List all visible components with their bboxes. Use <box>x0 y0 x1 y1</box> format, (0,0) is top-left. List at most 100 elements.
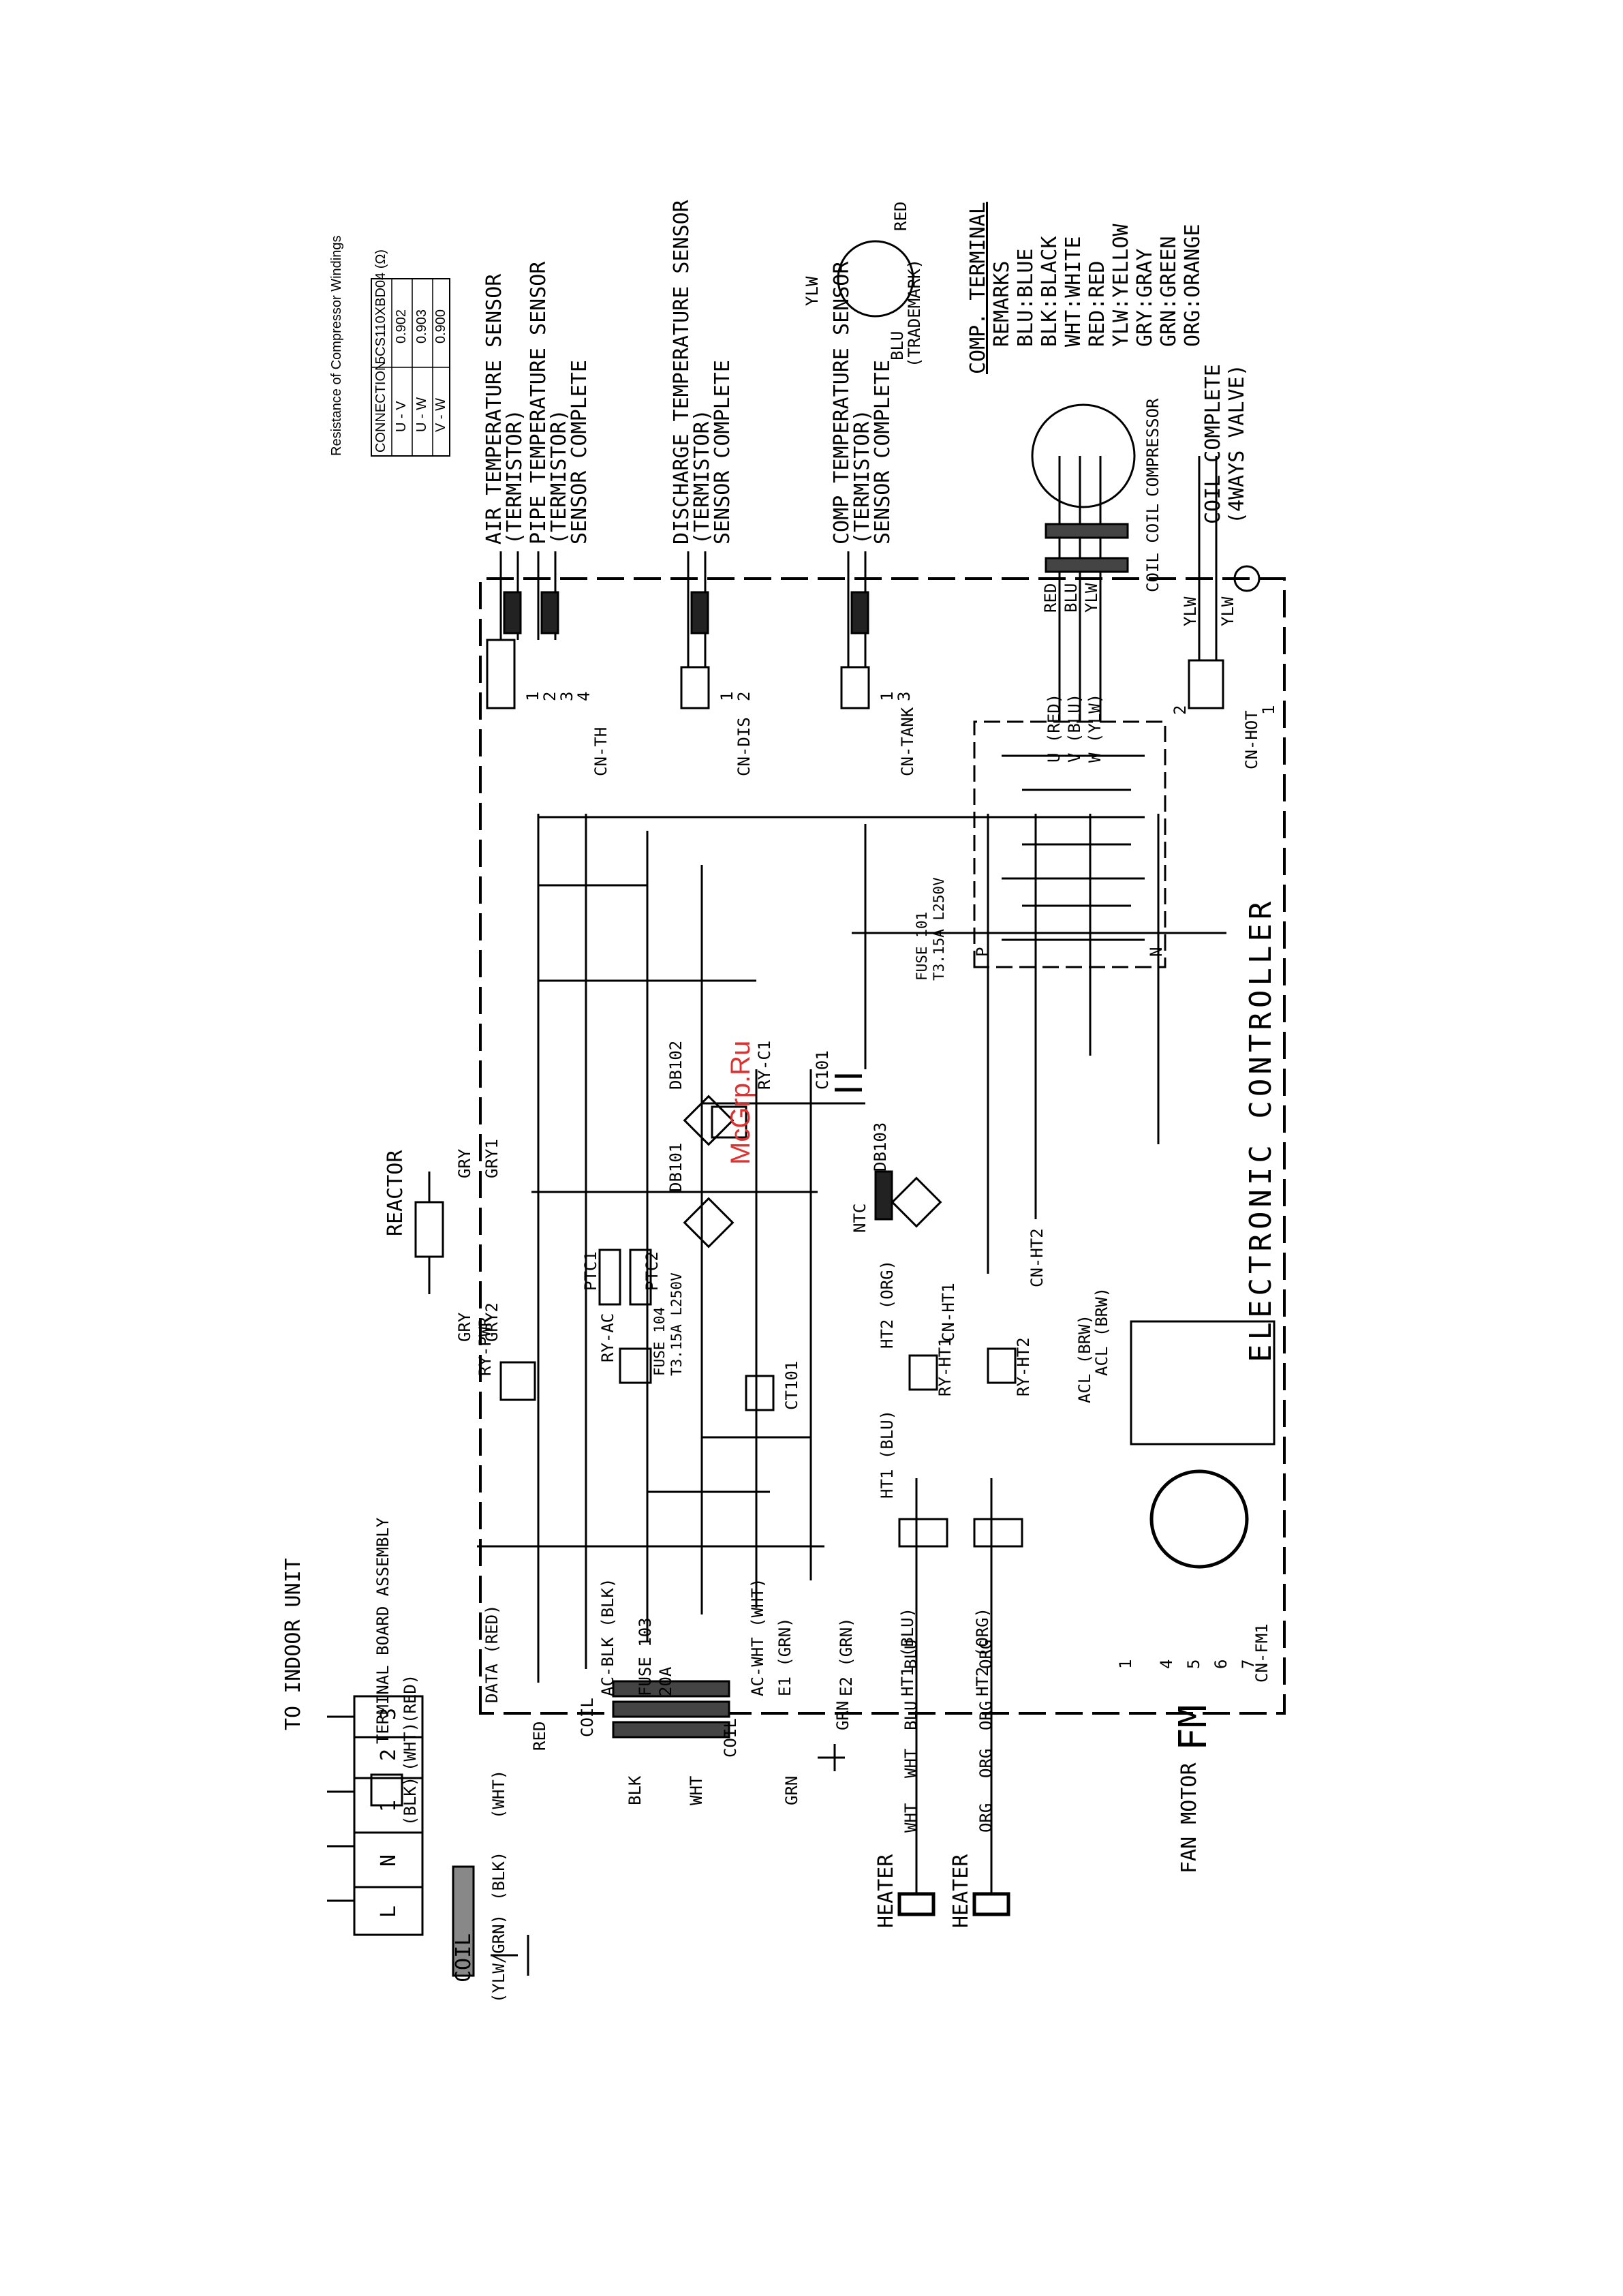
th-pin-4: 4 <box>574 692 593 701</box>
wire-grn: GRN <box>782 1776 801 1805</box>
coil-complete-line2: (4WAYS VALVE) <box>1225 364 1249 524</box>
compressor-label: COMPRESSOR <box>1143 398 1162 497</box>
comp-terminal-ylw: YLW <box>803 276 822 306</box>
electronic-controller-label: ELECTRONIC CONTROLLER <box>1243 898 1278 1362</box>
remarks-5: YLW:YELLOW <box>1109 223 1133 347</box>
e2-grn-label: E2 (GRN) <box>837 1617 856 1696</box>
ptc2-symbol <box>629 1249 652 1306</box>
comp-wire-red: RED <box>1041 583 1060 613</box>
sensor-air-line2: (TERMISTOR) <box>503 409 527 545</box>
cn-dis-connector <box>680 666 710 709</box>
fuse101-label: FUSE 101 <box>914 912 930 981</box>
controller-boundary <box>479 577 1286 1715</box>
resistance-row-1-val: 0.902 <box>394 309 409 343</box>
fuse104-label: FUSE 104 <box>651 1307 668 1376</box>
ry-c1-symbol <box>711 1105 747 1139</box>
fuse103-rating: 20A <box>656 1666 675 1696</box>
resistance-row-3-conn: V - W <box>433 398 448 432</box>
fuse103-label: FUSE 103 <box>636 1617 655 1696</box>
wire-org3: ORG <box>976 1803 995 1833</box>
sensor-pipe-line2: (TERMISTOR) <box>547 409 571 545</box>
th-pin-3: 3 <box>557 692 576 701</box>
hot-pin-1: 1 <box>1259 705 1278 715</box>
valve-wire-1: YLW <box>1181 596 1200 626</box>
remarks-2: BLK:BLACK <box>1038 236 1062 347</box>
cn-hot-connector <box>1188 659 1224 709</box>
wire-wht3: WHT <box>901 1803 921 1833</box>
resistance-header-model: 5CS110XBD04 (Ω) <box>373 249 388 364</box>
heater-1-symbol <box>897 1892 936 1916</box>
wire-coil2: COIL <box>721 1718 740 1758</box>
ry-ht2-symbol <box>987 1347 1017 1384</box>
ry-pwr-symbol <box>499 1361 536 1401</box>
cn-tank-label: CN-TANK <box>898 707 917 776</box>
wire-blk: (BLK) <box>489 1852 508 1901</box>
cn-dis-label: CN-DIS <box>735 717 754 776</box>
wire-blk2: BLK <box>625 1775 645 1805</box>
comp-wire-blu: BLU <box>1062 583 1081 613</box>
tank-pin-3: 3 <box>895 692 914 701</box>
ptc2-label: PTC2 <box>643 1251 662 1291</box>
sensor-dis-line1: DISCHARGE TEMPERATURE SENSOR <box>670 199 694 545</box>
ipm-module <box>973 720 1166 968</box>
resistance-row-3-val: 0.900 <box>433 309 448 343</box>
fm-pin-7: 7 <box>1239 1659 1258 1669</box>
terminal-n-label: N <box>377 1854 401 1867</box>
sensor-dis-line2: (TERMISTOR) <box>690 409 714 545</box>
comp-terminal-blu: BLU <box>888 331 907 361</box>
sensor-air-line1: AIR TEMPERATURE SENSOR <box>482 273 506 545</box>
terminal-board-symbol <box>370 1773 403 1807</box>
fm-pin-5: 5 <box>1184 1659 1203 1669</box>
terminal-color-blk: (BLK) <box>401 1777 420 1826</box>
fan-motor-label: FAN MOTOR <box>1177 1762 1201 1873</box>
uvw-v: V (BLU) <box>1065 694 1084 763</box>
wire-wht4: WHT <box>901 1749 921 1778</box>
ht2-org-label: HT2 (ORG) <box>973 1608 992 1696</box>
remarks-6: GRY:GRAY <box>1133 249 1157 348</box>
remarks-7: GRN:GREEN <box>1157 236 1181 347</box>
wire-blu2: BLU <box>901 1640 921 1669</box>
remarks-8: ORG:ORANGE <box>1181 224 1205 347</box>
remarks-3: WHT:WHITE <box>1062 236 1085 347</box>
four-way-valve-coil-symbol <box>1233 565 1261 592</box>
th-pin-1: 1 <box>523 692 542 701</box>
ipm-n: N <box>1147 947 1166 957</box>
fan-motor-symbol <box>1149 1469 1249 1569</box>
comp-terminal-symbol <box>837 240 914 318</box>
terminal-color-red: (RED) <box>401 1674 420 1724</box>
resistance-table-title: Resistance of Compressor Windings <box>329 236 344 456</box>
cn-ht1-label: CN-HT1 <box>939 1283 958 1342</box>
ry-pwr-label: RY-PWR <box>476 1317 495 1376</box>
comp-terminal-title: COMP. TERMINAL <box>966 202 990 374</box>
c101-label: C101 <box>813 1050 832 1090</box>
db103-label: DB103 <box>871 1122 890 1172</box>
cn-hot-label: CN-HOT <box>1242 710 1261 769</box>
ht1-blu-label: HT1 (BLU) <box>898 1608 917 1696</box>
coil-complete-line1: COIL COMPLETE <box>1201 364 1225 524</box>
terminal-block <box>353 1695 424 1936</box>
uvw-u: U (RED) <box>1045 694 1064 763</box>
sensor-comp-line3: SENSOR COMPLETE <box>871 360 895 545</box>
gry1-label: GRY1 <box>482 1139 501 1178</box>
resistance-table: Resistance of Compressor Windings CONNEC… <box>329 236 450 457</box>
terminal-1-label: 1 <box>377 1800 401 1812</box>
wire-org: ORG <box>976 1701 995 1730</box>
ac-blk-label: AC-BLK (BLK) <box>598 1578 617 1696</box>
cn-th-connector <box>486 639 516 709</box>
coil-label-left: COIL <box>452 1933 476 1983</box>
ht2-org-label-2: HT2 (ORG) <box>878 1260 897 1349</box>
gry-b-label: GRY <box>455 1312 474 1342</box>
remarks-1: BLU:BLUE <box>1014 249 1038 348</box>
to-indoor-unit-label: TO INDOOR UNIT <box>281 1558 305 1730</box>
resistance-row-1-conn: U - V <box>394 401 409 432</box>
ry-ht2-label: RY-HT2 <box>1014 1337 1033 1396</box>
ht1-blu-label-2: HT1 (BLU) <box>878 1410 897 1499</box>
cn-th-label: CN-TH <box>591 727 610 776</box>
fm-pin-1: 1 <box>1116 1659 1135 1669</box>
fm-pin-6: 6 <box>1211 1659 1231 1669</box>
cn-ht2-label: CN-HT2 <box>1027 1228 1047 1287</box>
sensor-comp-line2: (TERMISTOR) <box>850 409 874 545</box>
ac-wht-label: AC-WHT (WHT) <box>748 1578 767 1696</box>
hot-pin-2: 2 <box>1171 705 1190 715</box>
